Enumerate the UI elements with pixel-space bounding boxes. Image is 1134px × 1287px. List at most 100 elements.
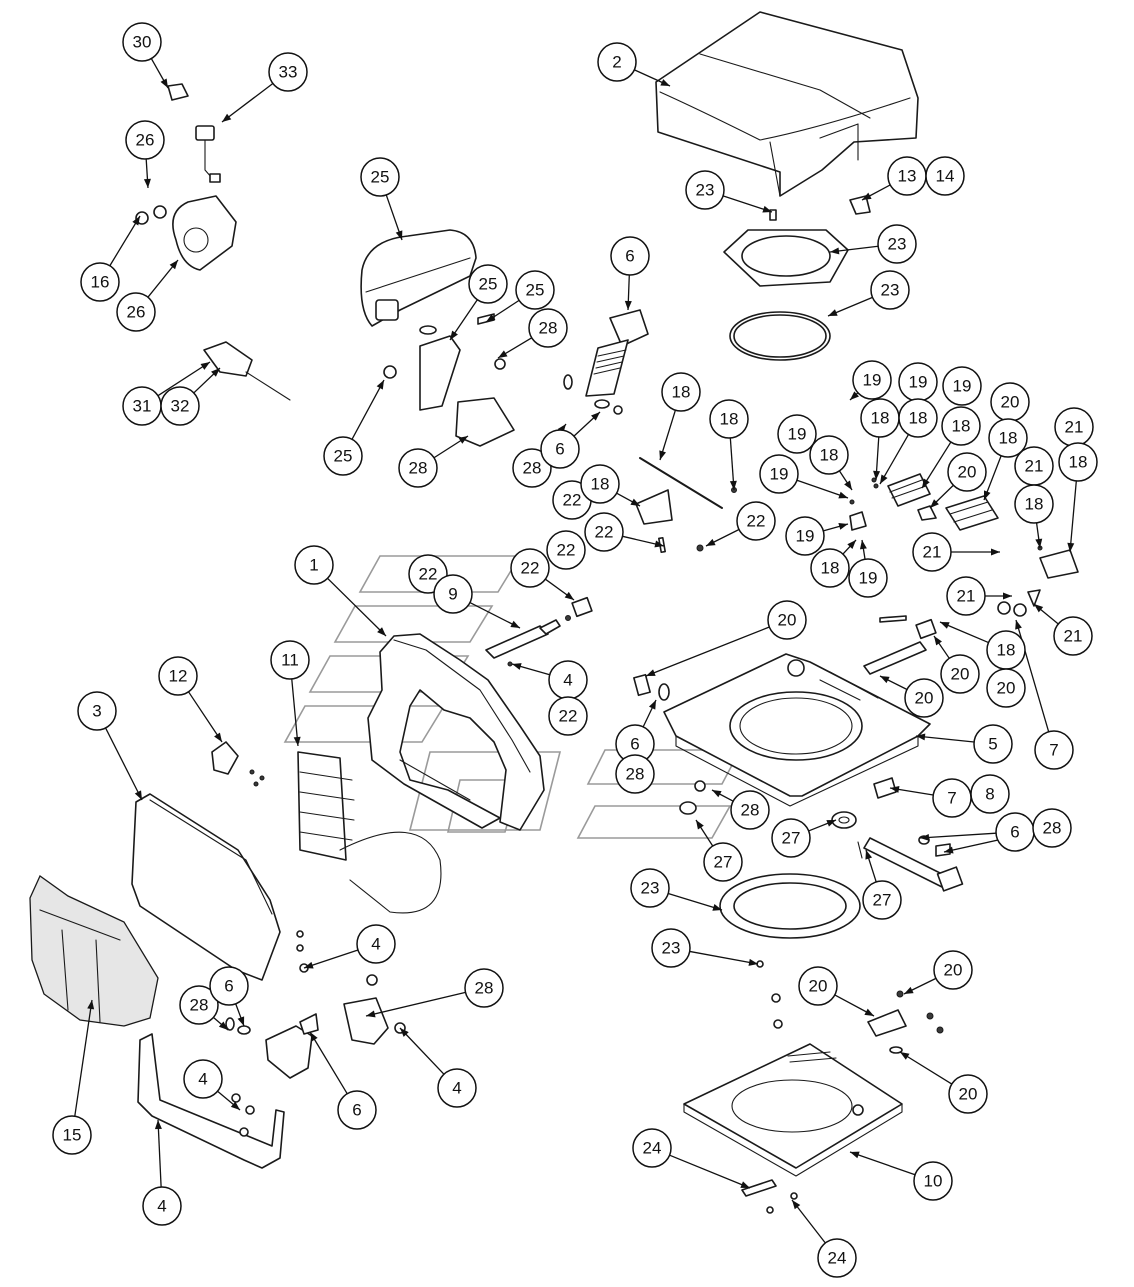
leader-arrow-c20i [900, 1052, 910, 1060]
callout-label: 22 [563, 491, 582, 510]
leader-arrow-c19a [850, 391, 860, 400]
callout-label: 19 [770, 465, 789, 484]
callout-bubble-c27c: 27 [862, 880, 902, 920]
callout-bubble-c6b: 6 [540, 429, 580, 469]
callout-circle [852, 360, 892, 400]
callout-label: 4 [563, 671, 572, 690]
callout-bubble-c32: 32 [160, 386, 200, 426]
callout-bubble-c22b: 22 [584, 512, 624, 552]
leader-arrow-c31 [200, 362, 210, 370]
callout-bubble-c28f: 28 [1032, 808, 1072, 848]
callout-bubble-c19d: 19 [777, 414, 817, 454]
callout-circle [925, 156, 965, 196]
callout-bubble-c20a: 20 [990, 382, 1030, 422]
callout-label: 31 [133, 397, 152, 416]
callout-label: 4 [371, 935, 380, 954]
callout-circle [898, 398, 938, 438]
callout-label: 19 [796, 527, 815, 546]
callout-circle [703, 842, 743, 882]
callout-circle [360, 157, 400, 197]
callout-label: 18 [952, 417, 971, 436]
callout-bubble-c20f: 20 [986, 668, 1026, 708]
back-panel-part-3 [131, 793, 281, 981]
callout-circle [510, 548, 550, 588]
leader-line-c28g [365, 991, 466, 1017]
leader-line-c18e [921, 441, 952, 489]
leader-line-c31 [157, 361, 211, 397]
callout-circle [1014, 484, 1054, 524]
leader-arrow-c27c [865, 850, 873, 860]
callout-bubble-c14: 14 [925, 156, 965, 196]
callout-circle [528, 308, 568, 348]
leader-arrow-c28e [712, 790, 722, 798]
callout-label: 25 [334, 447, 353, 466]
leader-line-c4c [399, 1027, 445, 1075]
callout-circle [437, 1068, 477, 1108]
bracket-part-28 [296, 930, 406, 1045]
slide-part-20 [863, 615, 937, 675]
callout-circle [183, 1059, 223, 1099]
leader-arrow-c6e [237, 1016, 245, 1026]
callout-circle [323, 436, 363, 476]
callout-label: 23 [641, 879, 660, 898]
clip-part-13-14 [849, 195, 871, 215]
callout-circle [398, 448, 438, 488]
leader-line-c11 [291, 678, 299, 747]
leader-arrow-c10 [850, 1151, 860, 1159]
callout-label: 2 [612, 53, 621, 72]
callout-label: 6 [625, 247, 634, 266]
callout-bubble-c23b: 23 [877, 224, 917, 264]
callout-circle [294, 545, 334, 585]
knob-part-12 [211, 741, 265, 787]
callout-label: 14 [936, 167, 955, 186]
latch-assemblies-18-21 [849, 473, 1079, 617]
leader-arrow-c4e [154, 1120, 162, 1130]
callout-circle [52, 1115, 92, 1155]
switch-part-33 [195, 125, 221, 183]
callout-bubble-c18i: 18 [1014, 484, 1054, 524]
callout-label: 23 [696, 181, 715, 200]
callout-circle [209, 966, 249, 1006]
callout-label: 20 [1001, 393, 1020, 412]
callout-bubble-c4b: 4 [356, 924, 396, 964]
callout-bubble-c19a: 19 [852, 360, 892, 400]
callout-bubble-c31: 31 [122, 386, 162, 426]
callout-bubble-c25b: 25 [468, 264, 508, 304]
callout-bubble-c20i: 20 [948, 1074, 988, 1114]
leader-arrow-c20g [864, 1008, 874, 1016]
callout-label: 27 [873, 891, 892, 910]
callout-label: 18 [672, 383, 691, 402]
callout-bubble-c20b: 20 [947, 452, 987, 492]
leader-arrow-c25d [376, 380, 384, 390]
callout-circle [433, 574, 473, 614]
leader-arrow-c23a [762, 205, 772, 213]
callout-bubble-c18f: 18 [988, 418, 1028, 458]
callout-bubble-c28d: 28 [615, 754, 655, 794]
callout-bubble-c18g: 18 [1058, 442, 1098, 482]
callout-label: 4 [452, 1079, 461, 1098]
callout-label: 8 [985, 785, 994, 804]
leader-arrow-c21c [991, 548, 1000, 556]
leader-arrow-c18h [844, 480, 852, 490]
callout-circle [988, 418, 1028, 458]
callout-circle [948, 1074, 988, 1114]
callout-label: 19 [859, 569, 878, 588]
leader-line-c23d [667, 892, 723, 911]
leader-arrow-c4a [512, 663, 522, 670]
callout-bubble-c4e: 4 [142, 1186, 182, 1226]
base-plate-part-10 [683, 1043, 903, 1177]
callout-circle [1058, 442, 1098, 482]
callout-label: 28 [539, 319, 558, 338]
callout-label: 22 [521, 559, 540, 578]
callout-bubble-c21e: 21 [1053, 616, 1093, 656]
callout-bubble-c25c: 25 [515, 270, 555, 310]
callout-bubble-c22c: 22 [736, 501, 776, 541]
leader-arrow-c6d [920, 833, 930, 841]
callout-label: 26 [127, 303, 146, 322]
callout-bubble-c2: 2 [597, 42, 637, 82]
callout-bubble-c22g: 22 [548, 696, 588, 736]
callout-circle [798, 966, 838, 1006]
callout-label: 18 [821, 559, 840, 578]
leader-line-c6d [919, 832, 997, 839]
callout-circle [810, 548, 850, 588]
